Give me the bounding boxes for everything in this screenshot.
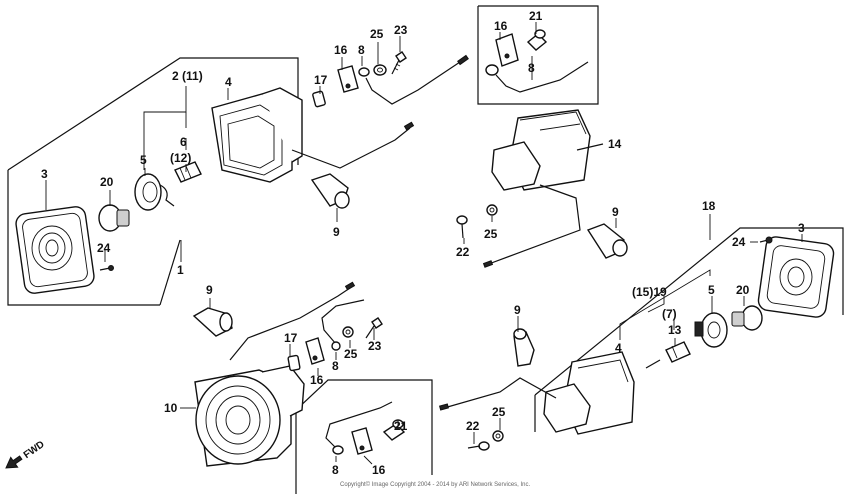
label-3-right: 3 xyxy=(798,221,805,235)
wire-rear-lamp xyxy=(482,184,581,268)
screw-24-right xyxy=(759,236,773,244)
bracket-16-top xyxy=(337,65,359,93)
label-9-left-front: 9 xyxy=(333,225,340,239)
bolt-23-bottom xyxy=(365,317,383,339)
bolt-22-right xyxy=(467,441,490,451)
label-21-bottom-center: 21 xyxy=(394,419,408,433)
label-24-right: 24 xyxy=(732,235,746,249)
bolt-23-top xyxy=(391,51,407,75)
bracket-16-top-right xyxy=(495,33,519,67)
socket-5-right xyxy=(694,312,728,348)
label-21-top-right: 21 xyxy=(529,9,543,23)
label-16-top: 16 xyxy=(334,43,348,57)
socket-13-right xyxy=(645,341,691,369)
label-15-19: (15)19 xyxy=(632,285,667,299)
label-25-rear: 25 xyxy=(484,227,498,241)
label-24-left: 24 xyxy=(97,241,111,255)
label-9-bottom-left: 9 xyxy=(206,283,213,297)
label-4-left: 4 xyxy=(225,75,232,89)
label-16-top-right: 16 xyxy=(494,19,508,33)
label-25-bottom: 25 xyxy=(344,347,358,361)
label-23-bottom: 23 xyxy=(368,339,382,353)
label-17-bottom: 17 xyxy=(284,331,298,345)
wire-8-top-right xyxy=(485,61,589,93)
label-25-top: 25 xyxy=(370,27,384,41)
housing-4-left xyxy=(211,87,303,183)
wire-right-rear xyxy=(439,377,557,411)
bracket-16-bottom-center xyxy=(351,427,373,455)
label-16-bottom: 16 xyxy=(310,373,324,387)
label-23-top: 23 xyxy=(394,23,408,37)
socket-12-left xyxy=(174,161,202,183)
housing-4-right xyxy=(543,351,635,435)
fwd-arrow: FWD xyxy=(5,439,47,469)
wire-8-bottom xyxy=(321,299,365,351)
label-22-right: 22 xyxy=(466,419,480,433)
lens-3-left xyxy=(15,206,95,294)
callout-labels: 3 20 24 5 2 (11) 6 (12) 4 1 17 16 8 25 2… xyxy=(41,9,805,477)
fwd-label: FWD xyxy=(22,439,47,461)
label-5-right: 5 xyxy=(708,283,715,297)
label-7: (7) xyxy=(662,307,677,321)
front-lamp-10 xyxy=(194,365,305,467)
label-16-bottom-center: 16 xyxy=(372,463,386,477)
label-25-right: 25 xyxy=(492,405,506,419)
label-20-right: 20 xyxy=(736,283,750,297)
bolt-21-top-right xyxy=(526,29,548,51)
washer-25-top xyxy=(373,64,387,76)
label-5-left: 5 xyxy=(140,153,147,167)
washer-25-right xyxy=(492,430,504,442)
label-14: 14 xyxy=(608,137,622,151)
label-6: 6 xyxy=(180,135,187,149)
label-4-right: 4 xyxy=(615,341,622,355)
label-2-11: 2 (11) xyxy=(172,69,203,83)
rear-lamp-14 xyxy=(491,109,604,191)
label-13: 13 xyxy=(668,323,682,337)
bracket-16-bottom xyxy=(305,337,325,365)
label-12: (12) xyxy=(170,151,191,165)
label-9-rear: 9 xyxy=(612,205,619,219)
group-box-bottom-center xyxy=(295,379,433,494)
label-22-rear: 22 xyxy=(456,245,470,259)
bulb-20-right xyxy=(731,305,763,331)
label-17-top: 17 xyxy=(314,73,328,87)
label-3-left: 3 xyxy=(41,167,48,181)
label-18: 18 xyxy=(702,199,716,213)
collar-17-bottom xyxy=(287,354,301,372)
label-20-left: 20 xyxy=(100,175,114,189)
bolt-22-rear xyxy=(456,215,468,239)
label-1: 1 xyxy=(177,263,184,277)
collar-17-top xyxy=(312,90,326,108)
grommet-9-right xyxy=(513,328,535,367)
label-10: 10 xyxy=(164,401,178,415)
grommet-9-bottom-left xyxy=(192,307,233,337)
washer-25-rear xyxy=(486,204,498,216)
copyright-notice: Copyright© Image Copyright 2004 - 2014 b… xyxy=(340,481,531,488)
lens-3-right xyxy=(757,236,835,318)
label-8-bottom-center: 8 xyxy=(332,463,339,477)
screw-24-left xyxy=(99,265,114,271)
wire-8-bottom-center xyxy=(325,401,393,455)
socket-5-left xyxy=(134,173,175,211)
label-8-bottom: 8 xyxy=(332,359,339,373)
wire-front-lamp-10 xyxy=(229,281,356,361)
wire-8-top xyxy=(358,54,469,105)
label-8-top-right: 8 xyxy=(528,61,535,75)
leader-lines xyxy=(45,22,803,465)
group-box-right-rear xyxy=(534,227,844,432)
wire-left-front xyxy=(291,121,415,169)
group-box-top-right xyxy=(477,5,599,105)
washer-25-bottom xyxy=(342,326,354,338)
grommet-9-rear xyxy=(586,223,628,259)
label-9-right: 9 xyxy=(514,303,521,317)
bulb-20-left xyxy=(98,204,130,232)
label-8-top: 8 xyxy=(358,43,365,57)
grommet-9-left-front xyxy=(310,173,350,209)
